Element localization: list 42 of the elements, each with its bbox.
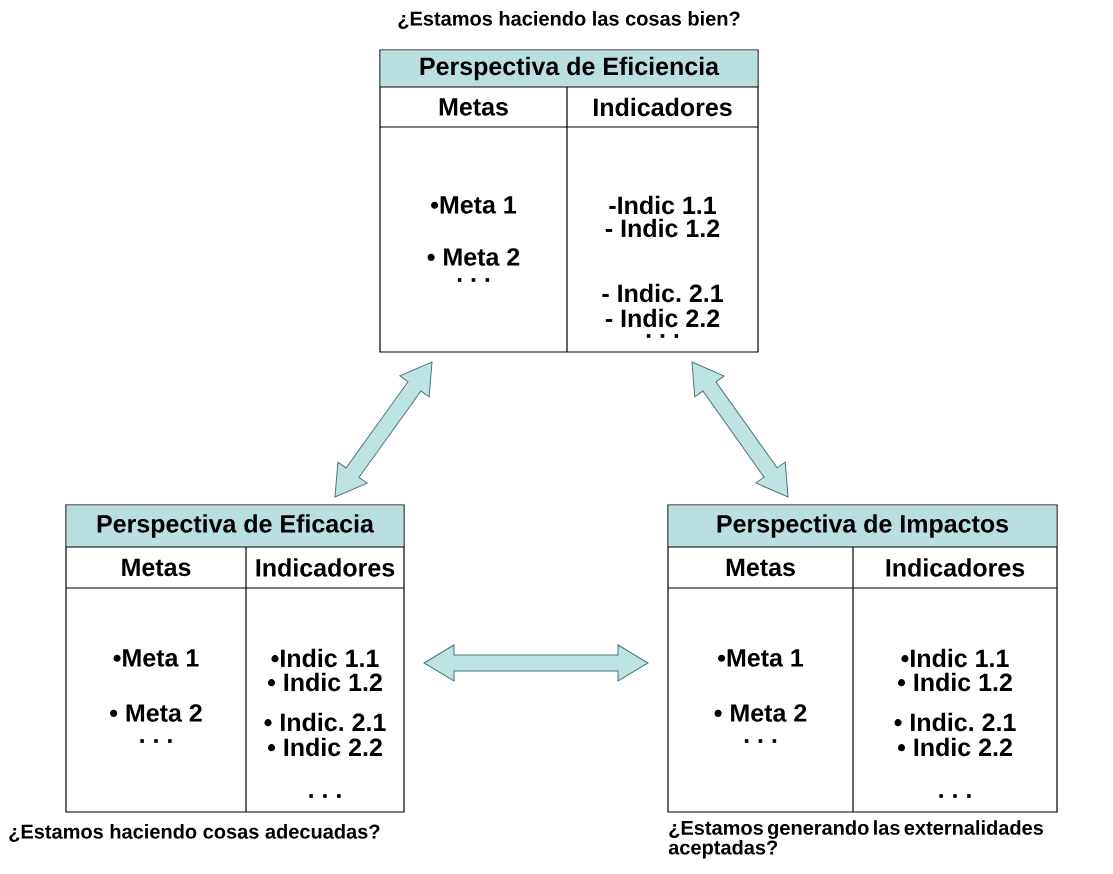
- list-item: •Indic 1.1: [901, 648, 1009, 668]
- list-item: • Indic. 2.1: [894, 712, 1016, 732]
- list-item: - Indic 2.2: [605, 308, 720, 328]
- column-header: Indicadores: [886, 558, 1025, 577]
- double-arrow: [423, 644, 649, 682]
- column-header: Metas: [122, 558, 191, 577]
- list-item: •Indic 1.1: [271, 648, 379, 668]
- list-item: . . .: [939, 794, 971, 798]
- list-item: . . .: [140, 739, 172, 743]
- list-item: • Meta 2: [110, 704, 202, 722]
- list-item: - Indic 1.2: [605, 218, 720, 238]
- table-box: [667, 504, 1058, 813]
- list-item: • Indic 2.2: [267, 737, 382, 757]
- column-header: Metas: [439, 98, 508, 116]
- table-box: [379, 49, 759, 353]
- list-item: . . .: [309, 794, 341, 798]
- double-arrow: [691, 361, 789, 498]
- column-header: Indicadores: [594, 97, 732, 117]
- list-item: . . .: [646, 334, 679, 338]
- double-arrow: [334, 361, 433, 498]
- column-header: Metas: [726, 558, 795, 577]
- list-item: •Meta 1: [113, 649, 199, 667]
- list-item: - Indic. 2.1: [602, 283, 723, 303]
- list-item: . . .: [744, 739, 777, 743]
- list-item: • Indic 1.2: [267, 672, 382, 692]
- list-item: • Indic 2.2: [897, 737, 1012, 757]
- list-item: • Indic 1.2: [897, 672, 1012, 692]
- list-item: •Meta 1: [718, 649, 804, 667]
- column-header: Indicadores: [256, 558, 395, 577]
- list-item: -Indic 1.1: [609, 195, 716, 215]
- list-item: • Meta 2: [714, 704, 807, 722]
- question-text: ¿Estamos generando las externalidades aceptadas?: [668, 820, 1044, 859]
- list-item: •Meta 1: [431, 196, 517, 214]
- question-text: ¿Estamos haciendo las cosas bien?: [398, 11, 740, 29]
- title-cell: Perspectiva de Impactos: [668, 505, 1057, 547]
- list-item: . . .: [457, 278, 490, 282]
- table-box: [65, 504, 405, 813]
- list-item: • Indic. 2.1: [264, 712, 386, 732]
- question-text: ¿Estamos haciendo cosas adecuadas?: [9, 824, 380, 842]
- title-cell: Perspectiva de Eficiencia: [380, 50, 758, 87]
- list-item: • Meta 2: [427, 248, 520, 266]
- title-cell: Perspectiva de Eficacia: [66, 505, 404, 547]
